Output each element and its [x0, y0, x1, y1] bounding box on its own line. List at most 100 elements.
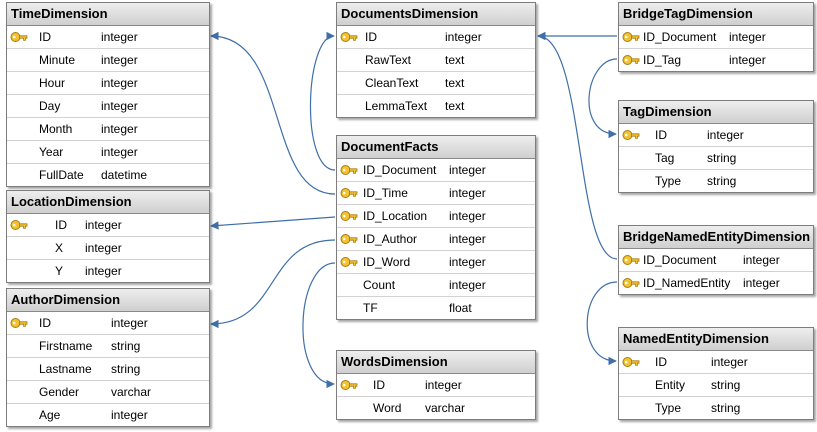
field-type: varchar — [425, 401, 466, 415]
field-name: Minute — [39, 53, 76, 67]
key-icon — [340, 208, 358, 224]
table-title: TimeDimension — [7, 3, 209, 26]
field-row[interactable]: ID integer — [619, 351, 813, 373]
field-row[interactable]: ID_Word integer — [337, 250, 535, 273]
field-row[interactable]: Firstname string — [7, 334, 209, 357]
field-name: Word — [373, 401, 402, 415]
field-type: integer — [449, 186, 486, 200]
field-row[interactable]: ID_Document integer — [619, 249, 813, 271]
field-type: integer — [111, 408, 148, 422]
field-type: integer — [101, 76, 138, 90]
key-icon — [340, 29, 358, 45]
field-type: integer — [101, 145, 138, 159]
field-row[interactable]: ID_Time integer — [337, 181, 535, 204]
field-name: ID_Time — [363, 186, 408, 200]
field-name: CleanText — [365, 76, 419, 90]
field-name: ID — [655, 355, 667, 369]
field-type: string — [111, 339, 141, 353]
field-row[interactable]: Month integer — [7, 117, 209, 140]
field-type: datetime — [101, 168, 148, 182]
link-bridgene-ne — [586, 281, 618, 366]
field-row[interactable]: ID_Author integer — [337, 227, 535, 250]
field-name: ID — [365, 30, 377, 44]
field-row[interactable]: Day integer — [7, 94, 209, 117]
field-type: float — [449, 301, 472, 315]
link-words — [302, 262, 336, 389]
field-name: Y — [55, 264, 64, 278]
field-name: Month — [39, 122, 73, 136]
field-type: integer — [449, 255, 486, 269]
field-row[interactable]: LemmaText text — [337, 94, 535, 117]
field-name: Type — [655, 401, 682, 415]
field-type: string — [711, 378, 741, 392]
field-name: X — [55, 241, 64, 255]
field-type: integer — [743, 253, 780, 267]
table-title: AuthorDimension — [7, 289, 209, 312]
field-type: integer — [101, 122, 138, 136]
field-name: Type — [655, 174, 682, 188]
field-type: integer — [449, 232, 486, 246]
field-row[interactable]: Word varchar — [337, 396, 535, 419]
field-name: Entity — [655, 378, 686, 392]
field-type: integer — [711, 355, 748, 369]
field-name: ID_Document — [643, 253, 717, 267]
field-type: integer — [743, 276, 780, 290]
link-location — [210, 216, 336, 230]
field-name: Firstname — [39, 339, 93, 353]
field-name: ID_Word — [363, 255, 411, 269]
field-name: ID_Document — [363, 163, 437, 177]
field-type: integer — [449, 278, 486, 292]
field-type: text — [445, 99, 465, 113]
field-row[interactable]: TF float — [337, 296, 535, 319]
field-name: ID_Author — [363, 232, 418, 246]
field-type: integer — [101, 99, 138, 113]
field-name: ID_Tag — [643, 53, 682, 67]
field-name: LemmaText — [365, 99, 428, 113]
field-name: TF — [363, 301, 378, 315]
table-title: TagDimension — [619, 101, 813, 124]
field-name: Day — [39, 99, 61, 113]
field-name: Lastname — [39, 362, 92, 376]
field-row[interactable]: Entity string — [619, 373, 813, 396]
key-icon — [340, 254, 358, 270]
table-title: BridgeTagDimension — [619, 3, 813, 26]
field-name: ID_Location — [363, 209, 428, 223]
key-icon — [340, 377, 358, 393]
